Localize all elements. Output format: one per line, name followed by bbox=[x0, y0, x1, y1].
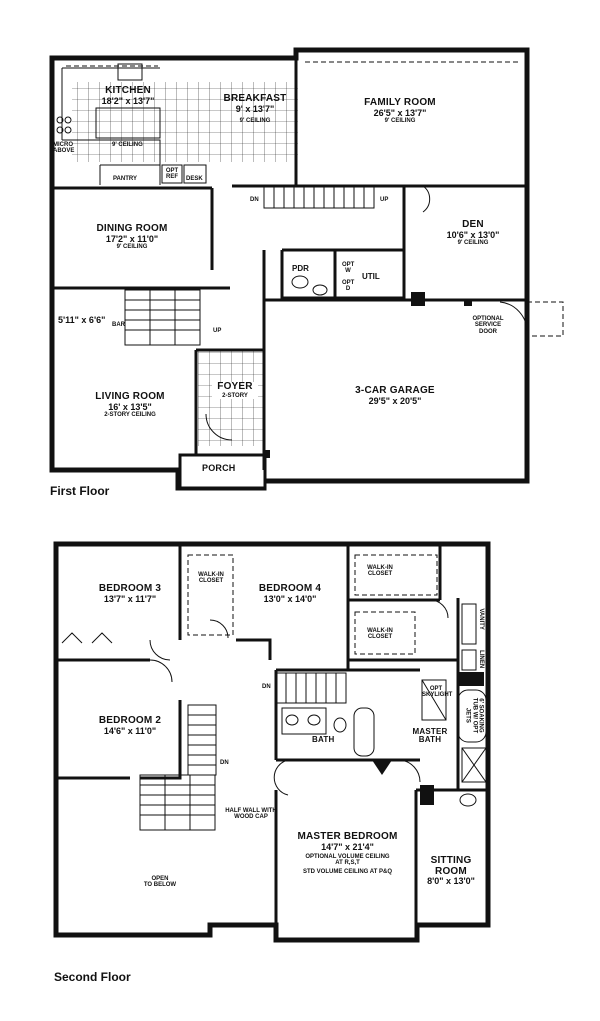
garage-dims: 29'5" x 20'5" bbox=[368, 395, 422, 406]
master-bedroom-dims: 14'7" x 21'4" bbox=[321, 841, 374, 852]
opt-d-label: OPT D bbox=[342, 280, 355, 293]
master-bath-label: MASTER BATH bbox=[410, 727, 450, 745]
kitchen-ceiling: 9' CEILING bbox=[112, 142, 143, 148]
first-floor-caption: First Floor bbox=[50, 484, 110, 498]
pdr-label: PDR bbox=[292, 264, 309, 273]
living-room-ceiling: 2-STORY CEILING bbox=[104, 411, 156, 418]
walkin-closet-bed3: WALK-IN CLOSET bbox=[198, 572, 224, 585]
open-line-1: OPEN bbox=[151, 876, 169, 882]
living-nook-dims: 5'11" x 6'6" bbox=[58, 315, 106, 325]
bedroom-3-name: BEDROOM 3 bbox=[98, 583, 162, 594]
master-bath-name: MASTER bbox=[412, 727, 448, 736]
bedroom-3-dims: 13'7" x 11'7" bbox=[103, 593, 157, 604]
second-floor-caption: Second Floor bbox=[54, 970, 131, 984]
up-label-first-2: UP bbox=[213, 328, 222, 334]
family-room-label: FAMILY ROOM 26'5" x 13'7" 9' CEILING bbox=[355, 97, 445, 124]
up-label-first-1: UP bbox=[380, 197, 389, 203]
master-bedroom-note-1: OPTIONAL VOLUME CEILING bbox=[305, 853, 390, 860]
dining-room-name: DINING ROOM bbox=[96, 223, 168, 234]
bedroom-2-name: BEDROOM 2 bbox=[98, 715, 162, 726]
master-bath-name-2: BATH bbox=[418, 735, 442, 745]
dn-label-second-2: DN bbox=[220, 760, 229, 766]
kitchen-name: KITCHEN bbox=[105, 85, 151, 96]
porch-label: PORCH bbox=[202, 463, 236, 473]
breakfast-label: BREAKFAST 9' x 13'7" 9' CEILING bbox=[218, 93, 292, 124]
dn-label-second-1: DN bbox=[262, 684, 271, 690]
living-room-dims: 16' x 13'5" bbox=[108, 401, 152, 412]
den-label: DEN 10'6" x 13'0" 9' CEILING bbox=[440, 219, 506, 246]
foyer-note: 2-STORY bbox=[222, 392, 248, 399]
garage-name: 3-CAR GARAGE bbox=[355, 385, 435, 396]
breakfast-dims: 9' x 13'7" bbox=[235, 103, 275, 114]
bedroom-4-name: BEDROOM 4 bbox=[258, 583, 322, 594]
foyer-label: FOYER 2-STORY bbox=[212, 381, 258, 399]
dn-label-first: DN bbox=[250, 197, 259, 203]
garage-label: 3-CAR GARAGE 29'5" x 20'5" bbox=[340, 385, 450, 406]
master-bedroom-note-3: STD VOLUME CEILING AT P&Q bbox=[302, 868, 392, 875]
family-room-ceiling: 9' CEILING bbox=[384, 117, 416, 124]
opt-w-label: OPT W bbox=[342, 262, 355, 275]
family-room-name: FAMILY ROOM bbox=[364, 97, 436, 108]
bedroom-3-label: BEDROOM 3 13'7" x 11'7" bbox=[90, 583, 170, 604]
kitchen-dims: 18'2" x 13'7" bbox=[101, 95, 155, 106]
dining-room-label: DINING ROOM 17'2" x 11'0" 9' CEILING bbox=[92, 223, 172, 250]
open-to-below-label: OPEN TO BELOW bbox=[130, 876, 190, 889]
den-name: DEN bbox=[462, 219, 484, 230]
family-room-dims: 26'5" x 13'7" bbox=[373, 107, 427, 118]
vanity-label: VANITY bbox=[477, 608, 484, 630]
master-bedroom-label: MASTER BEDROOM 14'7" x 21'4" OPTIONAL VO… bbox=[290, 831, 405, 875]
bedroom-4-dims: 13'0" x 14'0" bbox=[263, 593, 317, 604]
breakfast-name: BREAKFAST bbox=[223, 93, 287, 104]
bedroom-2-label: BEDROOM 2 14'6" x 11'0" bbox=[90, 715, 170, 736]
den-dims: 10'6" x 13'0" bbox=[446, 229, 500, 240]
dining-room-ceiling: 9' CEILING bbox=[116, 243, 148, 250]
living-room-label: LIVING ROOM 16' x 13'5" 2-STORY CEILING bbox=[80, 391, 180, 418]
den-ceiling: 9' CEILING bbox=[457, 239, 489, 246]
master-bedroom-note-2: AT R,S,T bbox=[335, 860, 360, 867]
kitchen-label: KITCHEN 18'2" x 13'7" bbox=[96, 85, 160, 106]
kitchen-tile-floor bbox=[72, 82, 298, 162]
foyer-name: FOYER bbox=[217, 381, 253, 392]
bedroom-2-dims: 14'6" x 11'0" bbox=[103, 725, 157, 736]
dining-room-dims: 17'2" x 11'0" bbox=[105, 233, 159, 244]
bedroom-4-label: BEDROOM 4 13'0" x 14'0" bbox=[250, 583, 330, 604]
sitting-room-dims: 8'0" x 13'0" bbox=[427, 876, 475, 886]
pantry-label: PANTRY bbox=[113, 176, 137, 182]
master-bedroom-name: MASTER BEDROOM bbox=[297, 831, 398, 842]
breakfast-ceiling: 9' CEILING bbox=[239, 117, 271, 124]
linen-label: LINEN bbox=[478, 650, 485, 669]
opt-ref-label: OPT REF bbox=[165, 168, 179, 181]
optional-service-door-label: OPTIONAL SERVICE DOOR bbox=[472, 316, 504, 335]
porch-outline bbox=[178, 453, 267, 490]
living-room-name: LIVING ROOM bbox=[95, 391, 165, 402]
open-line-2: TO BELOW bbox=[143, 882, 177, 889]
bath-label: BATH bbox=[312, 735, 335, 744]
soaking-tub-label: 6' SOAKING TUB W/ OPT JETS bbox=[464, 697, 484, 734]
bar-label: BAR bbox=[112, 322, 125, 328]
second-floor-outer-wall bbox=[53, 541, 491, 943]
walkin-closet-1: WALK-IN CLOSET bbox=[367, 565, 393, 578]
half-wall-label: HALF WALL WITH WOOD CAP bbox=[225, 808, 277, 821]
sitting-room-name: SITTING bbox=[430, 855, 472, 866]
opt-skylight-label: OPT SKYLIGHT bbox=[422, 686, 453, 699]
util-label: UTIL bbox=[362, 272, 380, 281]
desk-label: DESK bbox=[186, 176, 203, 182]
walkin-closet-2: WALK-IN CLOSET bbox=[367, 628, 393, 641]
sitting-room-name-2: ROOM bbox=[435, 865, 467, 877]
sitting-room-label: SITTING ROOM 8'0" x 13'0" bbox=[420, 855, 482, 886]
micro-label: MICRO ABOVE bbox=[53, 142, 75, 155]
